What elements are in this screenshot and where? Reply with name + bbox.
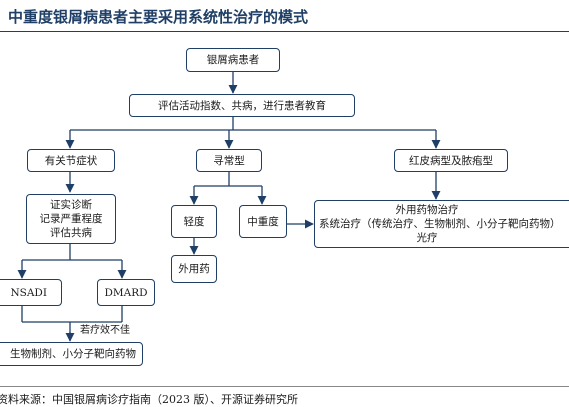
node-label: 证实诊断: [50, 199, 92, 211]
node-label: DMARD: [104, 286, 148, 299]
if-ineffective-note: 若疗效不佳: [80, 325, 130, 336]
node-label: NSADI: [10, 286, 47, 299]
source-divider: [0, 386, 569, 387]
node-label: 生物制剂、小分子靶向药物: [10, 348, 136, 360]
node-psoriasis-patient: 银屑病患者: [186, 48, 280, 72]
edge-diagnosis-bus: [22, 244, 122, 261]
node-erythroderma-pustular: 红皮病型及脓疱型: [394, 149, 508, 172]
node-label: 银屑病患者: [206, 54, 260, 66]
edge-to-bio: [21, 306, 123, 340]
edge-evaluate-bus: [70, 117, 436, 131]
node-dmard: DMARD: [97, 279, 155, 306]
node-moderate-severe: 中重度: [239, 205, 287, 238]
node-label: 评估共病: [50, 227, 92, 239]
node-plaque-type: 寻常型: [196, 149, 262, 172]
node-label: 寻常型: [213, 154, 245, 167]
node-treatment-options: 外用药物治疗 系统治疗（传统治疗、生物制剂、小分子靶向药物） 光疗: [314, 200, 569, 248]
node-label: 有关节症状: [44, 154, 98, 167]
edge-common-bus: [194, 172, 262, 187]
node-biologics: 生物制剂、小分子靶向药物: [0, 342, 143, 366]
node-joint-symptoms: 有关节症状: [27, 149, 115, 172]
node-label: 系统治疗（传统治疗、生物制剂、小分子靶向药物）: [319, 218, 561, 230]
node-nsaid: NSADI: [0, 279, 62, 306]
node-label: 轻度: [183, 215, 205, 228]
node-label: 外用药物治疗: [395, 204, 459, 216]
node-label: 红皮病型及脓疱型: [409, 154, 493, 167]
node-diagnosis: 证实诊断 记录严重程度 评估共病: [26, 194, 116, 244]
title-underline: [0, 31, 569, 32]
node-label: 评估活动指数、共病，进行患者教育: [158, 99, 326, 112]
node-label: 中重度: [247, 215, 279, 228]
source-caption: 资料来源：中国银屑病诊疗指南（2023 版）、开源证券研究所: [0, 393, 298, 406]
node-topical: 外用药: [171, 255, 217, 283]
node-mild: 轻度: [171, 205, 217, 238]
node-evaluate: 评估活动指数、共病，进行患者教育: [129, 94, 355, 117]
node-label: 外用药: [178, 263, 210, 275]
node-label: 光疗: [416, 232, 438, 244]
diagram-title: 中重度银屑病患者主要采用系统性治疗的模式: [8, 8, 309, 26]
node-label: 记录严重程度: [39, 213, 103, 225]
